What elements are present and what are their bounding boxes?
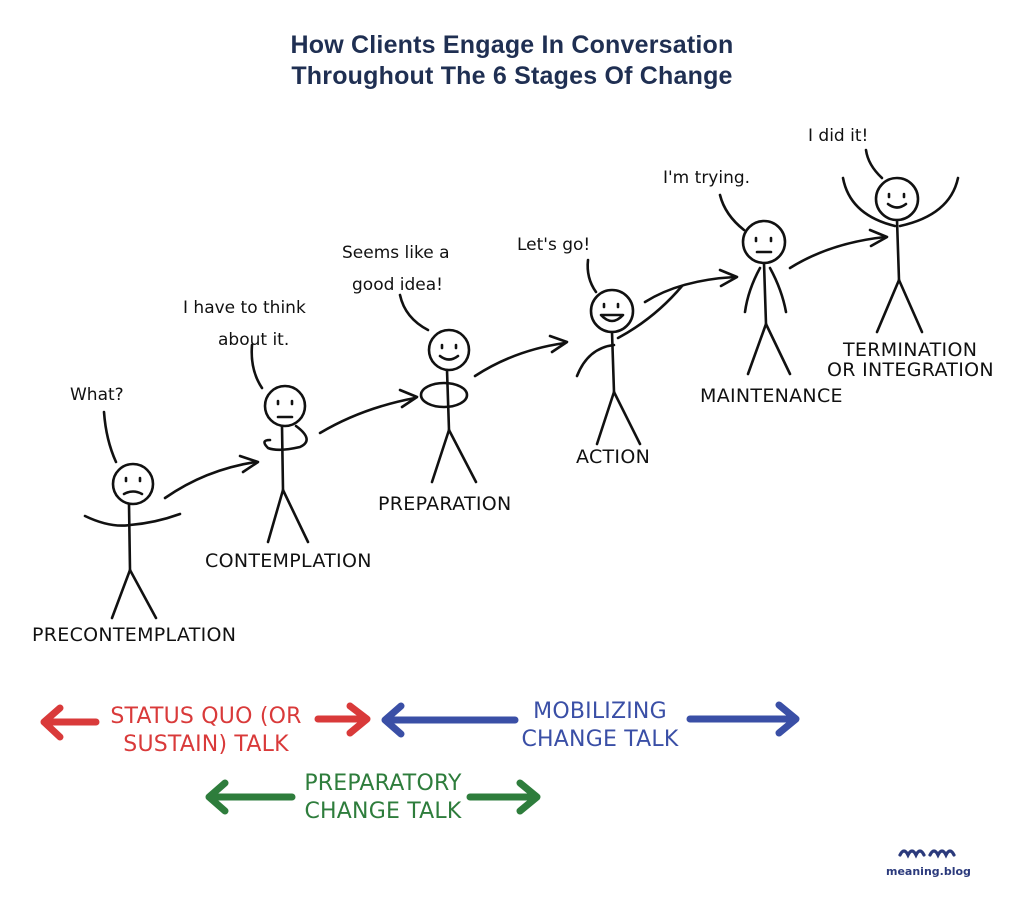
- mobilizing-line-1: MOBILIZING: [533, 699, 667, 724]
- preparatory-right-arrow: [466, 779, 541, 815]
- quote-preparation-line-2: good idea!: [352, 275, 443, 295]
- quote-preparation-line-1: Seems like a: [342, 243, 450, 263]
- arrow-1-2-head: [238, 454, 260, 474]
- arrow-1-2: [163, 460, 257, 500]
- status-quo-right-arrow: [314, 702, 371, 737]
- label-preparation: PREPARATION: [378, 493, 512, 515]
- label-precontemplation: PRECONTEMPLATION: [32, 624, 236, 646]
- speech-tail-2: [250, 343, 264, 390]
- quote-termination: I did it!: [808, 126, 868, 146]
- speech-tail-4: [586, 258, 598, 294]
- arrow-3-4: [473, 341, 567, 378]
- talk-labels: STATUS QUO (OR SUSTAIN) TALK MOBILIZING …: [110, 699, 678, 824]
- arrow-2-3: [318, 396, 417, 435]
- status-quo-left-arrow: [40, 704, 100, 741]
- status-quo-line-1: STATUS QUO (OR: [110, 704, 301, 729]
- label-maintenance: MAINTENANCE: [700, 385, 843, 407]
- logo-text: meaning.blog: [886, 865, 971, 878]
- mobilizing-left-arrow: [381, 702, 519, 738]
- figure-termination: [841, 148, 960, 334]
- status-quo-arrows: [40, 702, 371, 741]
- speech-tail-1: [102, 410, 118, 464]
- status-quo-line-2: SUSTAIN) TALK: [123, 732, 289, 757]
- arrow-5-6-head: [868, 228, 889, 248]
- figure-precontemplation: [83, 410, 182, 620]
- stage-labels: PRECONTEMPLATION CONTEMPLATION PREPARATI…: [32, 339, 994, 646]
- meaning-blog-logo: meaning.blog: [886, 849, 971, 878]
- figure-maintenance: [718, 193, 792, 376]
- arrow-4-5: [643, 275, 737, 304]
- title-line-2: Throughout The 6 Stages Of Change: [291, 62, 733, 90]
- label-contemplation: CONTEMPLATION: [205, 550, 372, 572]
- speech-tail-6: [864, 148, 884, 180]
- quote-contemplation-line-1: I have to think: [183, 298, 306, 318]
- arrow-5-6: [788, 235, 887, 270]
- figure-action: [575, 258, 684, 446]
- label-termination-line-1: TERMINATION: [842, 339, 977, 361]
- quote-action: Let's go!: [517, 235, 590, 255]
- logo-mark: [898, 849, 956, 859]
- speech-tail-5: [718, 193, 746, 232]
- title-line-1: How Clients Engage In Conversation: [290, 31, 734, 59]
- label-termination-line-2: OR INTEGRATION: [827, 359, 994, 381]
- quotes: What? I have to think about it. Seems li…: [70, 126, 868, 405]
- speech-tail-3: [398, 293, 430, 332]
- mobilizing-right-arrow: [686, 701, 800, 737]
- mobilizing-arrows: [381, 701, 800, 738]
- arrow-2-3-head: [398, 388, 419, 409]
- figure-contemplation: [250, 343, 310, 544]
- mobilizing-line-2: CHANGE TALK: [521, 727, 678, 752]
- preparatory-left-arrow: [205, 779, 296, 815]
- quote-maintenance: I'm trying.: [663, 168, 750, 188]
- label-action: ACTION: [576, 446, 650, 468]
- arrow-3-4-head: [548, 334, 569, 354]
- preparatory-line-2: CHANGE TALK: [304, 799, 461, 824]
- quote-precontemplation: What?: [70, 385, 124, 405]
- figure-preparation: [398, 293, 478, 484]
- preparatory-line-1: PREPARATORY: [304, 771, 462, 796]
- quote-contemplation-line-2: about it.: [218, 330, 289, 350]
- preparatory-arrows: [205, 779, 541, 815]
- title: How Clients Engage In Conversation Throu…: [0, 30, 1024, 92]
- arrow-4-5-head: [718, 268, 739, 288]
- progression-arrows: [163, 228, 889, 500]
